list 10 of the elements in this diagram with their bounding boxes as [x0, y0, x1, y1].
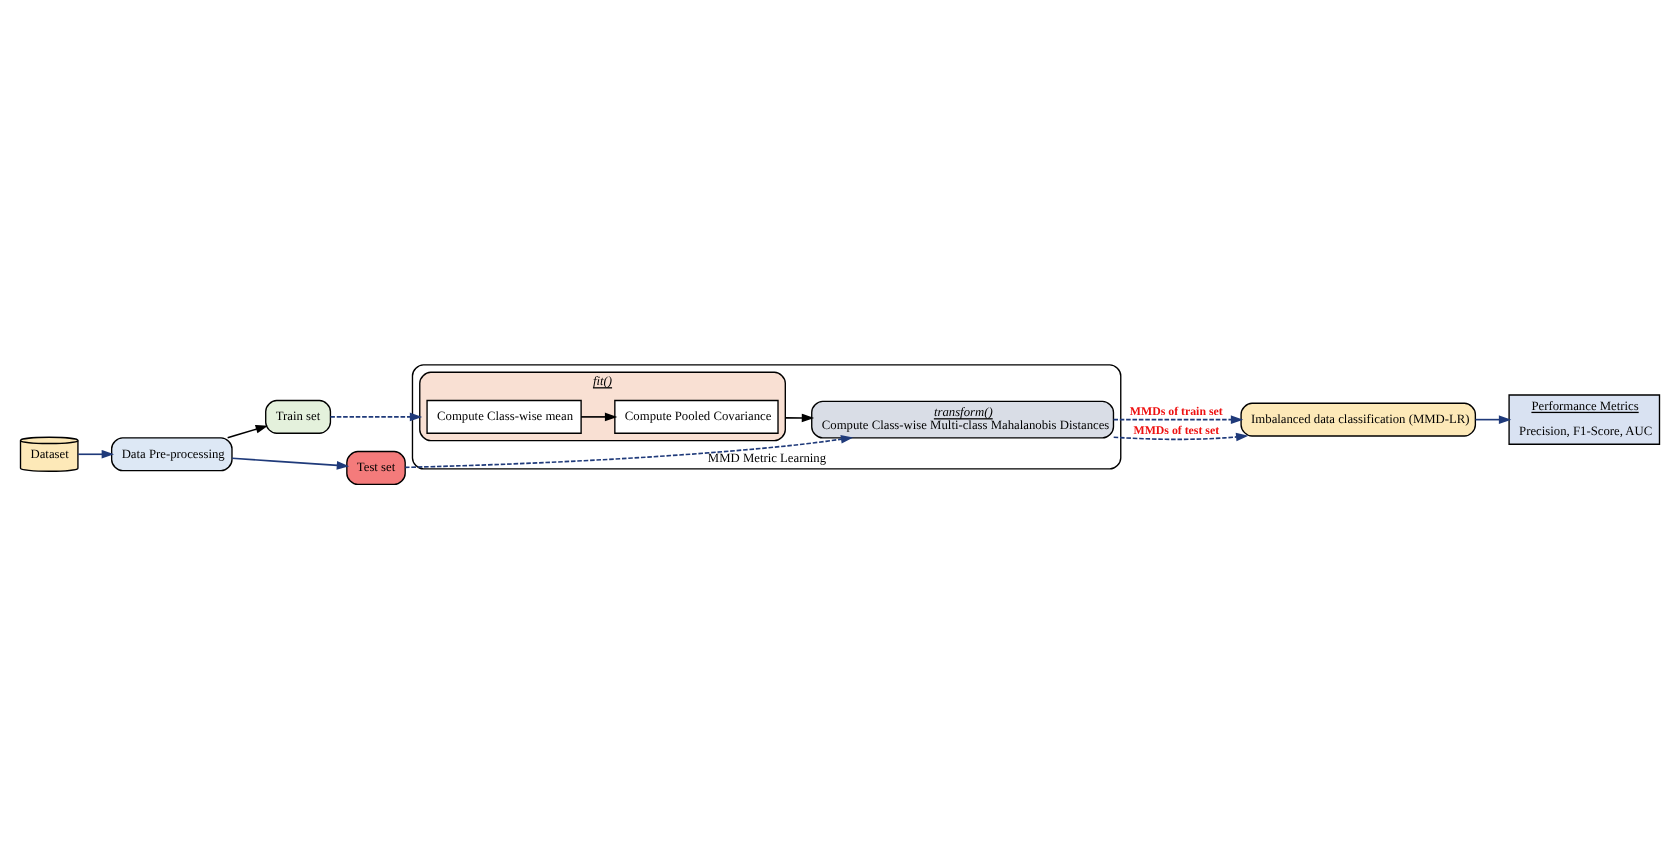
arrow	[1112, 432, 1249, 442]
arrow	[77, 449, 115, 459]
arrow	[329, 412, 423, 422]
arrow	[1474, 415, 1512, 424]
arrow	[231, 457, 350, 470]
arrow	[404, 434, 854, 469]
arrow	[226, 425, 269, 439]
arrow	[580, 412, 618, 422]
arrow	[1112, 415, 1244, 424]
arrow	[784, 413, 815, 423]
